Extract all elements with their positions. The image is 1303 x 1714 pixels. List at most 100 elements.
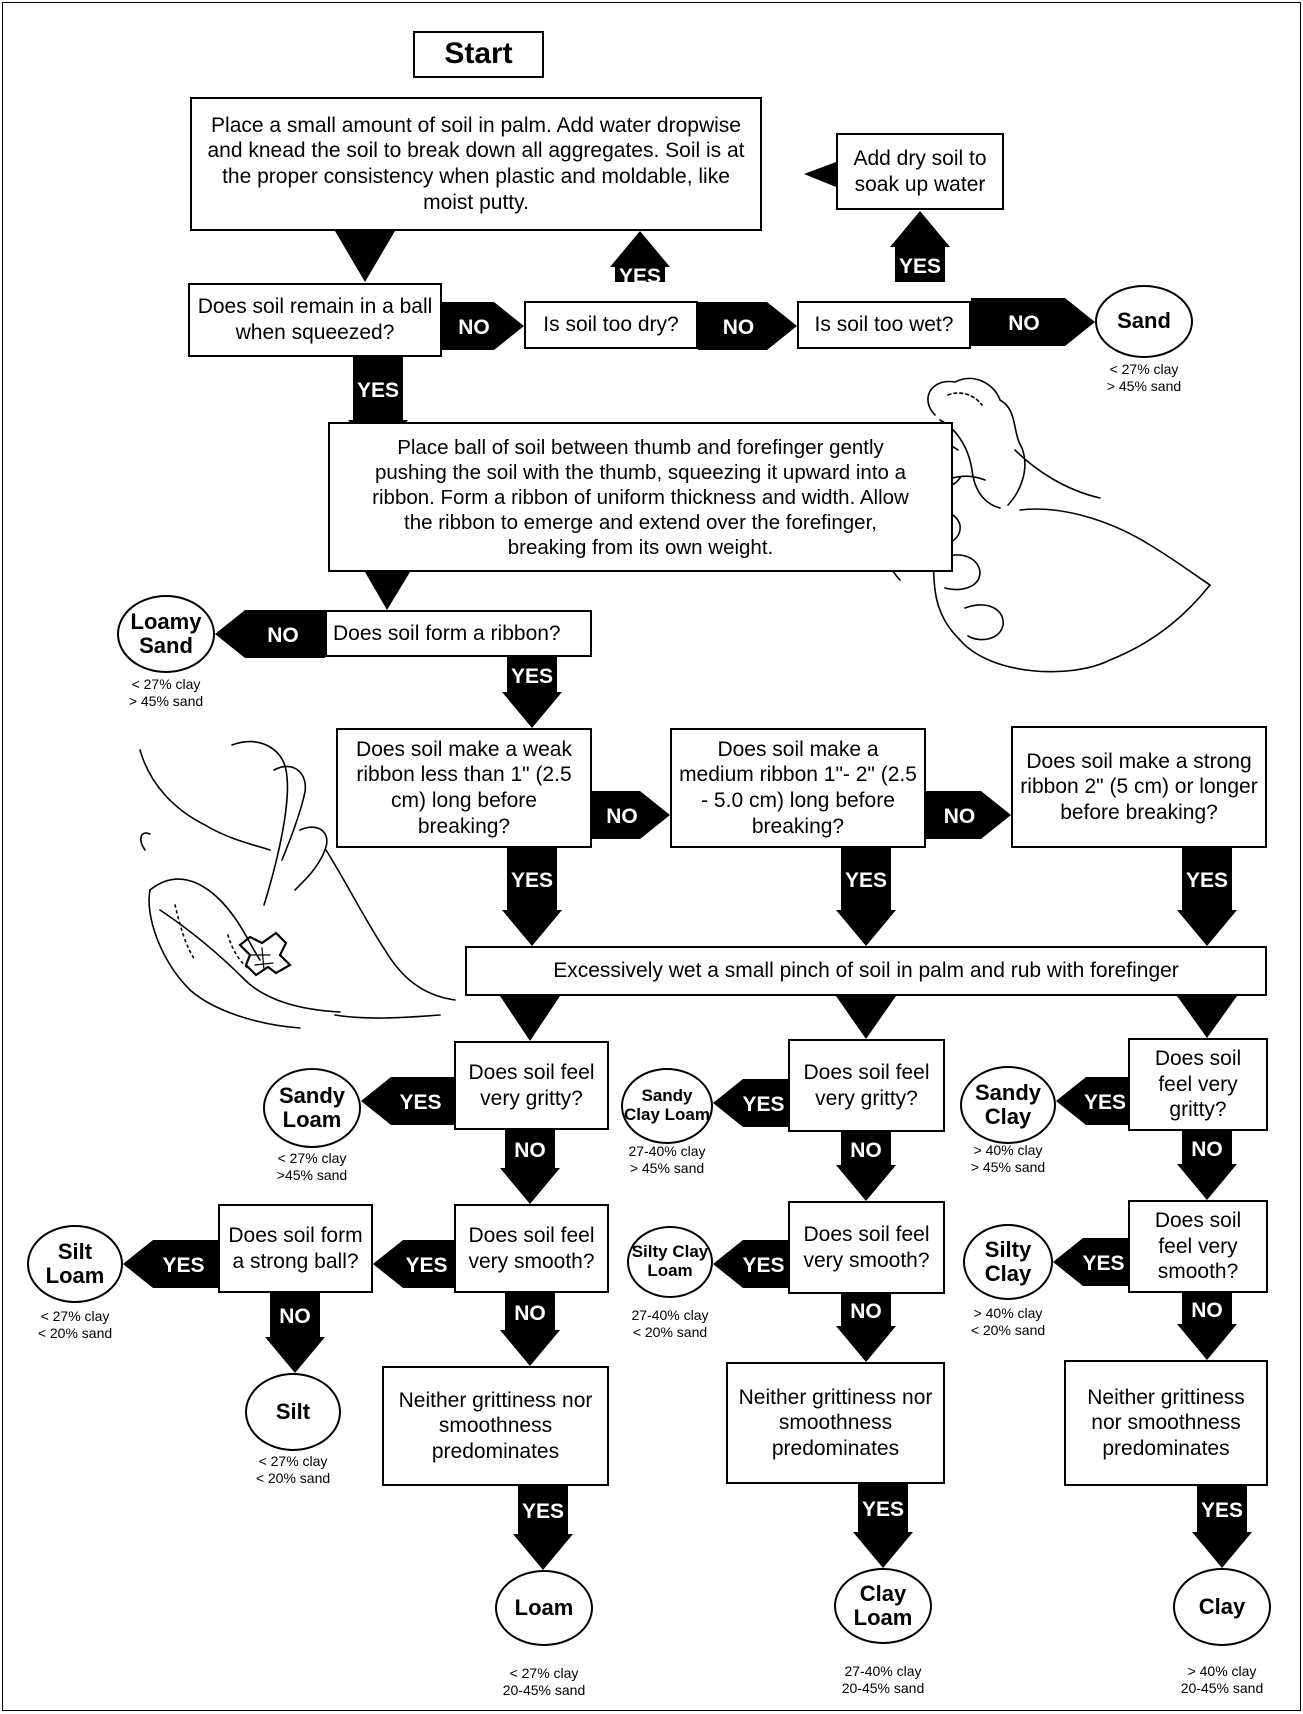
yes-label-12: YES [844,869,888,892]
yes-label-16: YES [405,1254,448,1277]
palm-rub-illustration [139,740,456,1029]
no-label-15: NO [514,1139,546,1162]
arrow-place-to-question [335,231,395,282]
arrow-left-22 [713,1240,788,1288]
note-sandy-loam: < 27% clay>45% sand [276,1150,348,1183]
question-form-ribbon: Does soil form a ribbon? [325,610,592,657]
arrow-down-24 [853,1484,913,1568]
neither-box-col2: Neither grittiness nor smoothness predom… [726,1362,945,1484]
ribbon-instructions-box: Place ball of soil between thumb and for… [328,422,953,572]
place-soil-box: Place a small amount of soil in palm. Ad… [190,97,762,231]
note-silty-clay-loam: 27-40% clay< 20% sand [631,1307,709,1340]
note-loamy-sand: < 27% clay> 45% sand [128,676,204,709]
arrow-down-26 [1177,1131,1237,1200]
no-label-18: NO [279,1305,311,1328]
yes-label-14: YES [399,1091,442,1114]
wet-pinch-box: Excessively wet a small pinch of soil in… [465,946,1267,996]
yes-label-28: YES [1082,1252,1125,1275]
question-strong-ball: Does soil form a strong ball? [218,1204,373,1293]
question-gritty-col2: Does soil feel very gritty? [788,1039,945,1132]
question-gritty-col3: Does soil feel very gritty? [1128,1038,1268,1131]
arrow-down-18 [500,1293,560,1366]
no-label-9: NO [606,805,638,828]
result-loam: Loam [495,1570,593,1646]
no-label-29: NO [1191,1298,1223,1322]
yes-label-25: YES [861,1498,905,1521]
no-label-4: NO [722,316,755,339]
note-sandy-clay: > 40% clay> 45% sand [970,1142,1046,1175]
arrow-left-27 [1053,1238,1128,1286]
question-smooth-col2: Does soil feel very smooth? [788,1201,945,1294]
no-label-22: NO [850,1138,882,1162]
result-clay-loam: Clay Loam [834,1568,932,1644]
question-too-wet: Is soil too wet? [797,301,971,349]
note-silt: < 27% clay< 20% sand [255,1453,331,1486]
arrow-down-17 [265,1293,325,1373]
yes-label-21: YES [742,1093,785,1116]
result-loamy-sand: Loamy Sand [117,595,215,673]
arrow-down-10 [502,848,562,946]
result-sandy-clay: Sandy Clay [960,1066,1056,1144]
yes-label-2: YES [898,254,942,278]
result-silty-clay-loam: Silty Clay Loam [627,1226,713,1298]
note-sand: < 27% clay> 45% sand [1106,361,1182,394]
arrow-wet-col3 [1177,996,1237,1038]
result-sandy-loam: Sandy Loam [263,1068,361,1148]
add-dry-soil-box: Add dry soil to soak up water [836,133,1004,210]
arrow-up-1 [890,211,950,282]
arrow-down-11 [836,848,896,946]
start-box: Start [413,31,544,78]
result-silt-loam: Silt Loam [27,1225,123,1303]
result-sand: Sand [1095,285,1193,358]
result-sandy-clay-loam: Sandy Clay Loam [621,1068,713,1144]
arrow-down-7 [502,657,562,728]
yes-label-17: YES [162,1254,205,1277]
question-gritty-col1: Does soil feel very gritty? [454,1041,609,1130]
question-medium-ribbon: Does soil make a medium ribbon 1"- 2" (2… [670,728,926,848]
neither-box-col3: Neither grittiness nor smoothness predom… [1064,1360,1268,1486]
arrow-down-28 [1177,1293,1237,1360]
arrow-wet-col2 [836,996,896,1039]
yes-label-11: YES [510,869,554,892]
arrow-left-15 [373,1240,454,1288]
arrow-left-20 [713,1079,788,1127]
arrow-down-19 [513,1486,573,1570]
no-label-24: NO [850,1300,882,1323]
yes-label-8: YES [510,664,554,688]
arrow-left-25 [1056,1077,1128,1125]
arrow-down-14 [500,1130,560,1204]
yes-label-30: YES [1200,1499,1244,1522]
arrow-right-8 [592,791,670,839]
yes-label-23: YES [742,1254,785,1277]
arrow-left-16 [123,1240,218,1288]
arrow-down-23 [836,1294,896,1362]
question-strong-ribbon: Does soil make a strong ribbon 2" (5 cm)… [1011,726,1267,848]
no-label-19: NO [514,1301,546,1325]
arrow-down-29 [1192,1486,1252,1568]
yes-label-13: YES [1185,869,1229,892]
no-label-7: NO [267,624,299,647]
question-smooth-col1: Does soil feel very smooth? [454,1204,609,1293]
yes-label-6: YES [356,378,400,402]
question-too-dry: Is soil too dry? [524,301,698,349]
arrow-left-13 [361,1077,454,1125]
arrow-down-12 [1177,848,1237,946]
question-smooth-col3: Does soil feel very smooth? [1128,1200,1268,1293]
question-weak-ribbon: Does soil make a weak ribbon less than 1… [336,728,592,848]
no-label-10: NO [943,805,976,828]
note-silt-loam: < 27% clay< 20% sand [37,1308,113,1341]
result-silt: Silt [245,1373,341,1451]
arrow-wet-col1 [500,996,560,1041]
arrow-right-3 [698,302,797,350]
arrow-down-21 [836,1132,896,1201]
result-clay: Clay [1173,1568,1271,1646]
neither-box-col1: Neither grittiness nor smoothness predom… [382,1366,609,1486]
no-label-3: NO [458,316,490,339]
arrow-right-9 [926,791,1011,839]
no-label-27: NO [1191,1137,1223,1161]
